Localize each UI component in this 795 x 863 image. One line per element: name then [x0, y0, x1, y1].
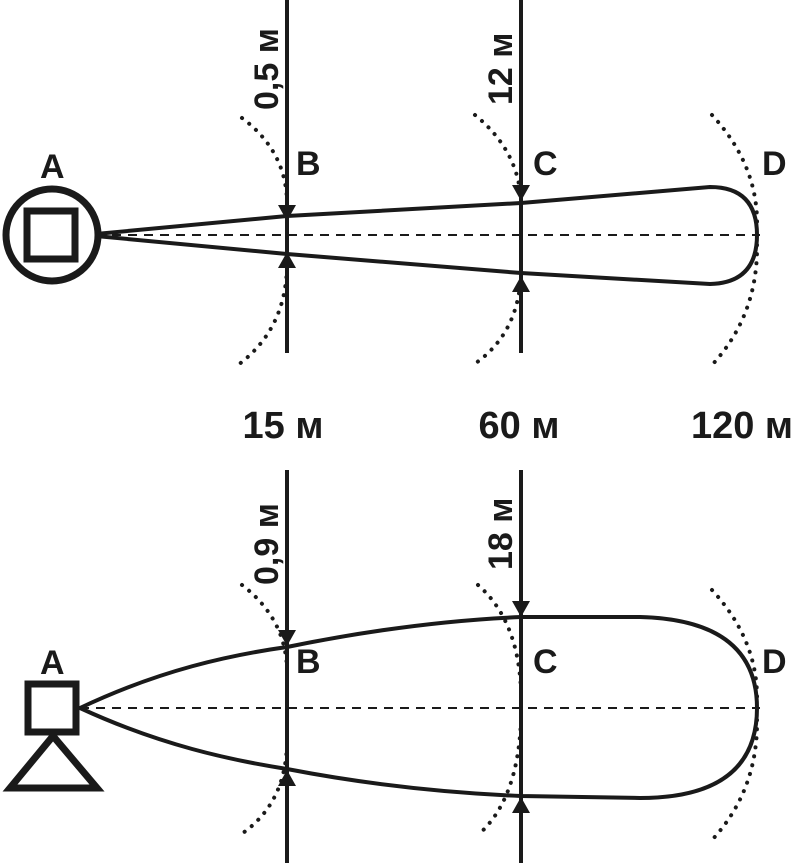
top-source-label: A — [40, 148, 65, 186]
bottom-arrow-b-down — [278, 630, 296, 646]
bottom-dotted-arc-c-upper — [476, 583, 523, 692]
bottom-source-label: A — [40, 644, 65, 682]
bottom-arrow-c-up — [512, 797, 530, 813]
top-dotted-arc-b-lower — [236, 266, 289, 367]
bottom-point-b-label: B — [296, 643, 321, 681]
top-width-c-label: 12 м — [482, 33, 520, 105]
distance-labels: 15 м 60 м 120 м — [243, 405, 794, 447]
bottom-dotted-arc-c-lower — [476, 718, 523, 837]
bottom-sensor-square — [24, 680, 80, 736]
bottom-point-d-label: D — [762, 643, 787, 681]
top-diagram: A B C D 0,5 м 12 м — [2, 0, 787, 367]
top-arrow-b-down — [278, 205, 296, 221]
top-width-b-label: 0,5 м — [248, 28, 286, 110]
bottom-dotted-arc-b-upper — [240, 583, 289, 670]
bottom-arrow-b-up — [278, 770, 296, 786]
top-dotted-arc-b-upper — [240, 116, 289, 202]
bottom-arrow-c-down — [512, 601, 530, 617]
bottom-beam-outline — [75, 615, 760, 801]
bottom-dotted-arc-d-lower — [710, 718, 760, 842]
top-arrow-b-up — [278, 252, 296, 268]
distance-label-d: 120 м — [691, 405, 793, 447]
top-beam-outline — [84, 184, 760, 287]
top-arrow-c-up — [512, 276, 530, 292]
bottom-dotted-arc-b-lower — [238, 743, 289, 837]
top-dotted-arc-d-upper — [710, 113, 760, 227]
distance-label-b: 15 м — [243, 405, 324, 447]
distance-label-c: 60 м — [479, 405, 560, 447]
top-dotted-arc-d-lower — [710, 243, 760, 367]
top-point-c-label: C — [533, 145, 558, 183]
bottom-sensor-stand — [2, 730, 105, 792]
top-sensor-square — [23, 207, 79, 263]
top-arrow-c-down — [512, 185, 530, 201]
top-dotted-arc-c-lower — [471, 273, 523, 367]
top-point-b-label: B — [296, 145, 321, 183]
bottom-point-c-label: C — [533, 643, 558, 681]
bottom-width-b-label: 0,9 м — [248, 503, 286, 585]
top-point-d-label: D — [762, 145, 787, 183]
bottom-diagram: A B C D 0,9 м 18 м — [2, 470, 787, 863]
bottom-width-c-label: 18 м — [482, 498, 520, 570]
